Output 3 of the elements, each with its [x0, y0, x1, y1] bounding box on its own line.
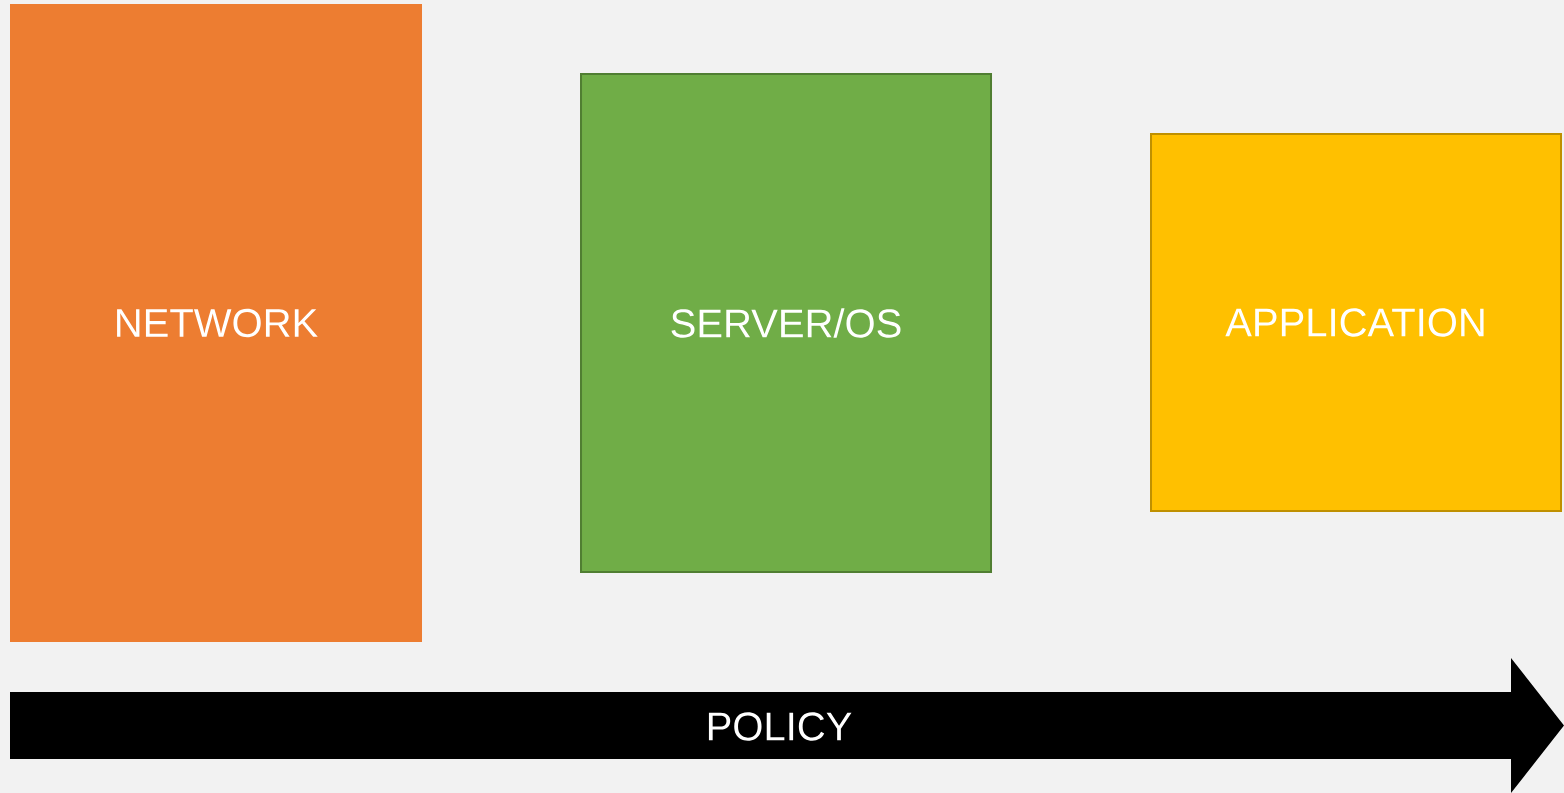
- application-box: APPLICATION: [1150, 133, 1562, 512]
- server-box: SERVER/OS: [580, 73, 992, 573]
- network-box: NETWORK: [10, 4, 422, 642]
